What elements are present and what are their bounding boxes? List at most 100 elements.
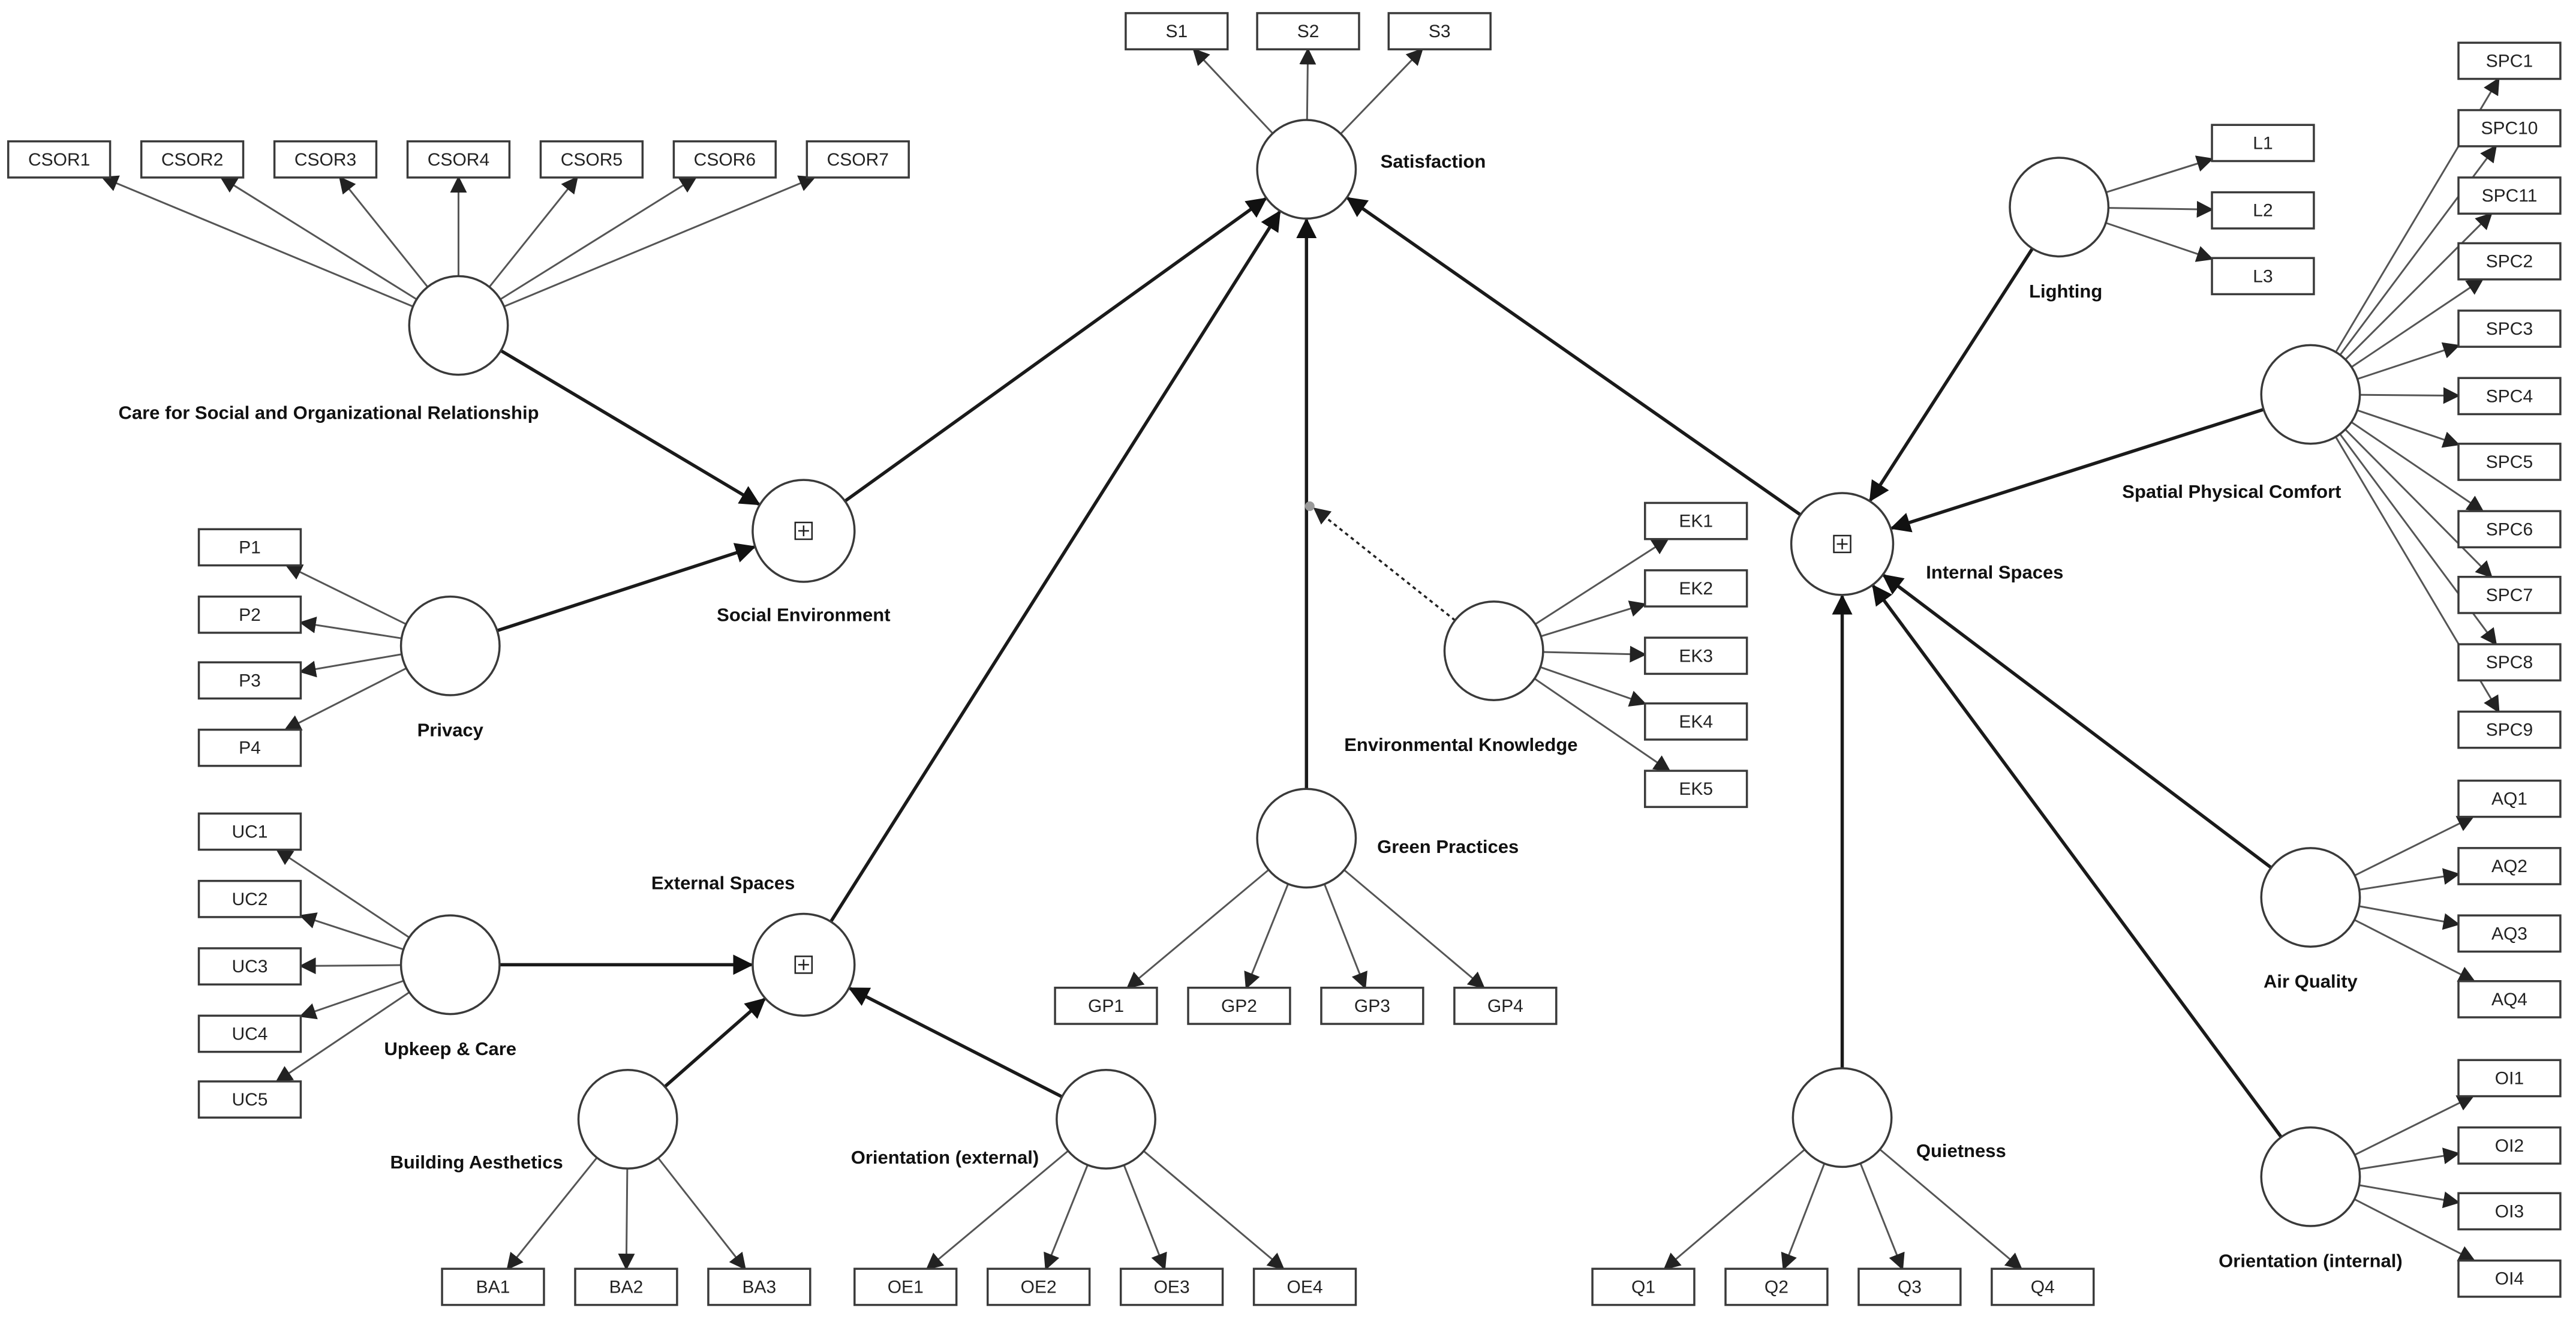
indicator-box-Q2[interactable]: [1724, 1267, 1829, 1306]
indicator-label: Q3: [1898, 1277, 1922, 1297]
indicator-box-S2[interactable]: [1256, 12, 1360, 50]
indicator-box-BA2[interactable]: [574, 1267, 678, 1306]
indicator-box-UC5[interactable]: [197, 1080, 302, 1119]
construct-node-privacy[interactable]: [399, 595, 501, 696]
higher-order-composite-icon: [1833, 534, 1851, 554]
indicator-box-EK1[interactable]: [1643, 501, 1748, 540]
construct-label-privacy: Privacy: [417, 720, 484, 741]
indicator-box-AQ4[interactable]: [2457, 980, 2562, 1018]
indicator-label: OI4: [2495, 1269, 2524, 1289]
indicator-box-UC1[interactable]: [197, 812, 302, 851]
construct-node-orientation-external[interactable]: [1056, 1068, 1156, 1170]
indicator-box-SPC9[interactable]: [2457, 710, 2562, 749]
indicator-box-CSOR3[interactable]: [273, 140, 378, 179]
indicator-box-S1[interactable]: [1125, 12, 1229, 50]
construct-node-lighting[interactable]: [2009, 157, 2110, 258]
construct-node-air-quality[interactable]: [2260, 847, 2361, 948]
indicator-box-OI4[interactable]: [2457, 1259, 2562, 1298]
indicator-box-EK4[interactable]: [1643, 702, 1748, 741]
indicator-box-UC4[interactable]: [197, 1014, 302, 1053]
loading-arrow-quietness-Q4: [1879, 1149, 2023, 1270]
construct-node-green-practices[interactable]: [1256, 788, 1357, 889]
indicator-label: L1: [2253, 133, 2273, 153]
indicator-label: CSOR4: [428, 150, 489, 170]
indicator-box-BA3[interactable]: [707, 1267, 811, 1306]
loading-arrow-environmental_knowledge-EK1: [1535, 538, 1670, 625]
indicator-box-OE1[interactable]: [853, 1267, 958, 1306]
indicator-box-SPC7[interactable]: [2457, 575, 2562, 614]
indicator-label: P2: [239, 605, 261, 625]
indicator-box-SPC3[interactable]: [2457, 310, 2562, 348]
indicator-label: CSOR1: [28, 150, 90, 170]
indicator-box-SPC10[interactable]: [2457, 109, 2562, 148]
construct-node-orientation-internal[interactable]: [2260, 1126, 2361, 1227]
loading-arrow-orientation_external-OE2: [1044, 1164, 1089, 1270]
indicator-box-SPC8[interactable]: [2457, 643, 2562, 682]
indicator-box-GP2[interactable]: [1187, 986, 1291, 1025]
construct-node-building-aesthetics[interactable]: [577, 1068, 678, 1170]
indicator-box-CSOR2[interactable]: [140, 140, 245, 179]
indicator-box-L1[interactable]: [2211, 124, 2315, 163]
indicator-box-L3[interactable]: [2211, 257, 2315, 296]
indicator-box-P3[interactable]: [197, 661, 302, 700]
indicator-box-CSOR1[interactable]: [7, 140, 112, 179]
construct-node-satisfaction[interactable]: [1256, 119, 1357, 220]
indicator-box-OI1[interactable]: [2457, 1059, 2562, 1098]
indicator-box-SPC6[interactable]: [2457, 510, 2562, 549]
construct-label-upkeep: Upkeep & Care: [384, 1038, 516, 1059]
loading-arrow-green_practices-GP4: [1343, 869, 1486, 989]
loading-arrow-csor-CSOR6: [500, 176, 698, 301]
indicator-box-P4[interactable]: [197, 728, 302, 767]
indicator-box-OE2[interactable]: [986, 1267, 1091, 1306]
path-air_quality-to-internal_spaces: [1882, 574, 2273, 869]
indicator-box-CSOR5[interactable]: [539, 140, 644, 179]
indicator-box-AQ3[interactable]: [2457, 914, 2562, 953]
indicator-box-AQ2[interactable]: [2457, 847, 2562, 885]
indicator-box-SPC1[interactable]: [2457, 41, 2562, 80]
indicator-box-SPC4[interactable]: [2457, 377, 2562, 416]
indicator-box-P2[interactable]: [197, 595, 302, 634]
indicator-box-SPC5[interactable]: [2457, 443, 2562, 481]
indicator-box-OE3[interactable]: [1119, 1267, 1224, 1306]
indicator-box-GP4[interactable]: [1453, 986, 1558, 1025]
indicator-label: AQ3: [2491, 924, 2527, 944]
indicator-label: Q1: [1631, 1277, 1655, 1297]
indicator-box-EK2[interactable]: [1643, 569, 1748, 608]
indicator-box-CSOR7[interactable]: [805, 140, 910, 179]
indicator-box-SPC2[interactable]: [2457, 242, 2562, 281]
indicator-box-P1[interactable]: [197, 528, 302, 567]
loading-arrow-csor-CSOR7: [503, 175, 816, 308]
indicator-label: AQ2: [2491, 857, 2527, 876]
indicator-box-BA1[interactable]: [441, 1267, 545, 1306]
indicator-label: BA3: [743, 1277, 777, 1297]
construct-node-environmental-knowledge[interactable]: [1443, 600, 1544, 701]
indicator-label: CSOR5: [561, 150, 623, 170]
indicator-label: OE1: [888, 1277, 924, 1297]
loading-arrow-quietness-Q1: [1663, 1149, 1805, 1270]
indicator-box-GP1[interactable]: [1054, 986, 1158, 1025]
indicator-box-Q4[interactable]: [1991, 1267, 2095, 1306]
indicator-box-GP3[interactable]: [1320, 986, 1424, 1025]
indicator-box-CSOR4[interactable]: [406, 140, 511, 179]
indicator-box-OI2[interactable]: [2457, 1126, 2562, 1165]
indicator-box-SPC11[interactable]: [2457, 176, 2562, 215]
construct-node-csor[interactable]: [408, 275, 509, 376]
construct-node-upkeep[interactable]: [399, 914, 501, 1015]
indicator-box-EK3[interactable]: [1643, 636, 1748, 675]
indicator-box-OE4[interactable]: [1252, 1267, 1357, 1306]
indicator-box-AQ1[interactable]: [2457, 779, 2562, 818]
indicator-box-EK5[interactable]: [1643, 770, 1748, 809]
construct-node-spatial-physical-comfort[interactable]: [2260, 344, 2361, 445]
loading-arrow-upkeep-UC1: [275, 849, 410, 939]
path-building_aesthetics-to-external_spaces: [663, 997, 767, 1088]
indicator-box-UC3[interactable]: [197, 947, 302, 986]
indicator-box-UC2[interactable]: [197, 879, 302, 918]
indicator-box-L2[interactable]: [2211, 191, 2315, 230]
indicator-box-Q3[interactable]: [1857, 1267, 1962, 1306]
construct-node-quietness[interactable]: [1792, 1067, 1893, 1168]
indicator-box-Q1[interactable]: [1591, 1267, 1696, 1306]
indicator-box-CSOR6[interactable]: [672, 140, 777, 179]
indicator-label: UC5: [232, 1090, 267, 1110]
indicator-box-OI3[interactable]: [2457, 1192, 2562, 1231]
indicator-box-S3[interactable]: [1387, 12, 1492, 50]
